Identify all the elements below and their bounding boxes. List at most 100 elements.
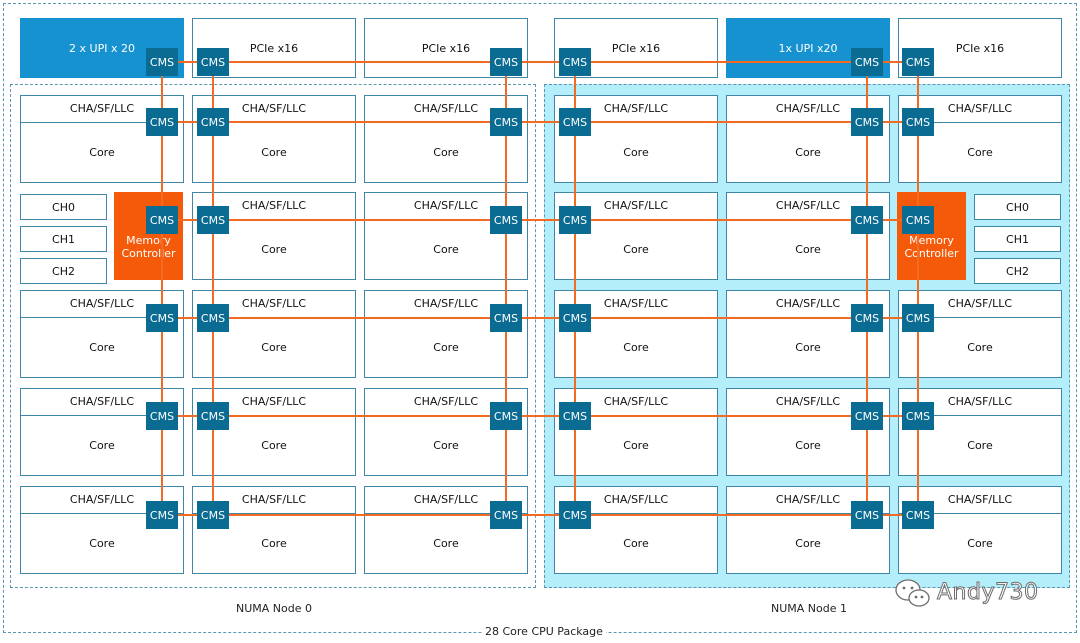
core-label: Core [967,341,993,354]
header-label: 1x UPI x20 [778,42,838,55]
core-label: Core [261,439,287,452]
core-label: Core [433,341,459,354]
cms-node-r0-c3: CMS [559,48,591,76]
horizontal-interconnect-4 [162,415,918,417]
core-label: Core [795,146,821,159]
vertical-interconnect-4 [866,62,868,515]
header-label: PCIe x16 [421,42,471,55]
cms-node-r1-c3: CMS [559,108,591,136]
cms-node-r0-c4: CMS [851,48,883,76]
cha-sf-llc-label: CHA/SF/LLC [899,96,1061,123]
core-tile-r4-c5: CHA/SF/LLC Core [898,486,1062,574]
core-label: Core [795,243,821,256]
cha-sf-llc-label: CHA/SF/LLC [727,487,889,514]
core-tile-r4-c3: CHA/SF/LLC Core [554,486,718,574]
cms-node-r5-c0: CMS [146,501,178,529]
core-label: Core [89,439,115,452]
core-label: Core [795,537,821,550]
core-label: Core [623,243,649,256]
numa-node-1-label: NUMA Node 1 [771,602,847,615]
watermark-text: Andy730 [936,580,1039,606]
core-label: Core [433,146,459,159]
cms-node-r2-c1: CMS [197,206,229,234]
cha-sf-llc-label: CHA/SF/LLC [555,487,717,514]
horizontal-interconnect-1 [162,121,918,123]
cms-node-r3-c2: CMS [490,304,522,332]
horizontal-interconnect-0 [162,61,918,63]
vertical-interconnect-5 [917,62,919,515]
header-label: PCIe x16 [955,42,1005,55]
core-label: Core [795,439,821,452]
core-label: Core [967,439,993,452]
cha-sf-llc-label: CHA/SF/LLC [899,487,1061,514]
core-label: Core [967,537,993,550]
core-label: Core [433,439,459,452]
cms-node-r4-c3: CMS [559,402,591,430]
cms-node-r3-c4: CMS [851,304,883,332]
core-tile-r4-c4: CHA/SF/LLC Core [726,486,890,574]
core-label: Core [261,243,287,256]
cms-node-r4-c5: CMS [902,402,934,430]
cms-node-r5-c4: CMS [851,501,883,529]
horizontal-interconnect-5 [162,514,918,516]
core-label: Core [967,146,993,159]
numa-node-0-region [10,84,536,588]
memory-channel-ch1-right: CH1 [974,226,1061,252]
memory-channel-ch2-right: CH2 [974,258,1061,284]
cms-node-r4-c0: CMS [146,402,178,430]
numa-node-0-label: NUMA Node 0 [236,602,312,615]
chat-bubble-icon [895,579,930,607]
cms-node-r0-c1: CMS [197,48,229,76]
cha-sf-llc-label: CHA/SF/LLC [193,487,355,514]
core-label: Core [433,243,459,256]
core-label: Core [261,146,287,159]
core-label: Core [433,537,459,550]
cms-node-r4-c1: CMS [197,402,229,430]
core-tile-r4-c1: CHA/SF/LLC Core [192,486,356,574]
cms-node-r0-c2: CMS [490,48,522,76]
core-label: Core [623,341,649,354]
vertical-interconnect-3 [574,62,576,515]
core-label: Core [623,439,649,452]
cha-sf-llc-label: CHA/SF/LLC [21,389,183,416]
cms-node-r1-c4: CMS [851,108,883,136]
cms-node-r1-c5: CMS [902,108,934,136]
cms-node-r4-c4: CMS [851,402,883,430]
core-label: Core [261,537,287,550]
cha-sf-llc-label: CHA/SF/LLC [21,96,183,123]
cms-node-r1-c1: CMS [197,108,229,136]
cms-node-r3-c0: CMS [146,304,178,332]
core-label: Core [623,146,649,159]
memory-channel-ch0-right: CH0 [974,194,1061,220]
vertical-interconnect-2 [505,62,507,515]
cms-node-r5-c1: CMS [197,501,229,529]
header-label: PCIe x16 [611,42,661,55]
cms-node-r2-c0: CMS [146,206,178,234]
cms-node-r1-c2: CMS [490,108,522,136]
cms-node-r4-c2: CMS [490,402,522,430]
memory-channel-ch1-left: CH1 [20,226,107,252]
vertical-interconnect-0 [161,62,163,515]
cms-node-r5-c3: CMS [559,501,591,529]
core-label: Core [795,341,821,354]
header-label: PCIe x16 [249,42,299,55]
horizontal-interconnect-2 [162,219,918,221]
cms-node-r2-c3: CMS [559,206,591,234]
cha-sf-llc-label: CHA/SF/LLC [365,487,527,514]
cms-node-r3-c1: CMS [197,304,229,332]
cha-sf-llc-label: CHA/SF/LLC [21,291,183,318]
core-label: Core [623,537,649,550]
cms-node-r5-c5: CMS [902,501,934,529]
cpu-package-label: 28 Core CPU Package [482,625,606,638]
core-label: Core [89,146,115,159]
core-tile-r4-c2: CHA/SF/LLC Core [364,486,528,574]
cha-sf-llc-label: CHA/SF/LLC [21,487,183,514]
memory-channel-ch2-left: CH2 [20,258,107,284]
